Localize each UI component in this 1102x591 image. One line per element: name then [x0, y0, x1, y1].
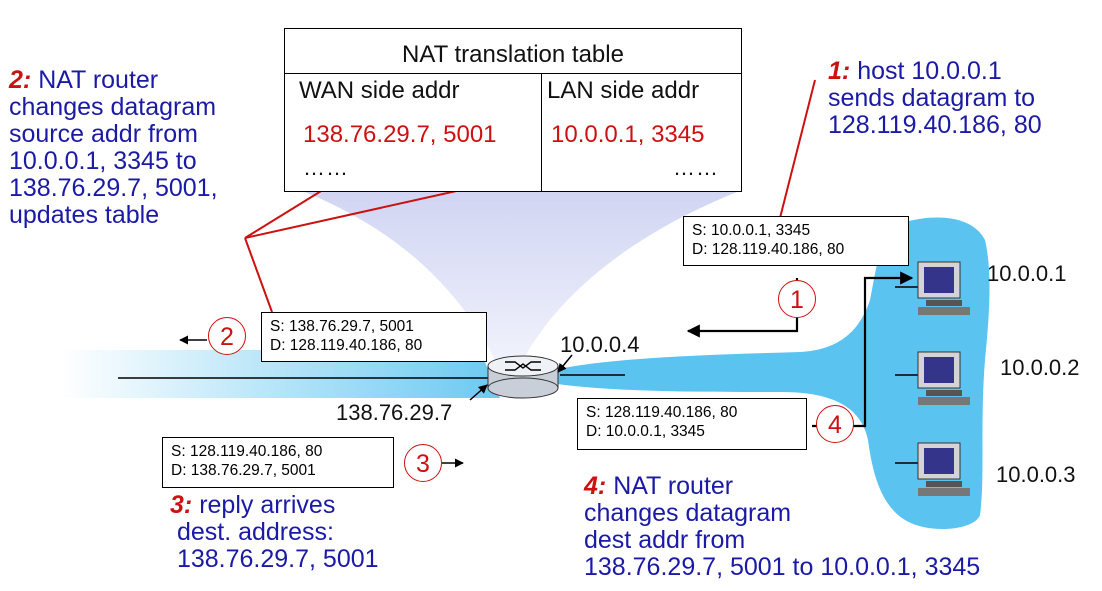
step3-number: 3: — [170, 491, 193, 519]
step4-annotation: 4: NAT router changes datagram dest addr… — [584, 473, 980, 581]
host1-address: 10.0.0.1 — [987, 261, 1067, 286]
step4-number: 4: — [584, 472, 607, 500]
lan-side-header: LAN side addr — [547, 77, 700, 104]
step1-number: 1: — [828, 57, 851, 85]
packet-1-header: S: 10.0.0.1, 3345 D: 128.119.40.186, 80 — [683, 216, 909, 266]
step1-line: host 10.0.0.1 — [857, 57, 1002, 85]
packet-3-dest: D: 138.76.29.7, 5001 — [171, 462, 316, 479]
lan-iface-pointer — [557, 354, 573, 373]
step4-line: dest addr from — [584, 526, 746, 554]
step3-line: 138.76.29.7, 5001 — [176, 545, 379, 573]
wan-side-entry: 138.76.29.7, 5001 — [303, 121, 497, 148]
host3-address: 10.0.0.3 — [996, 462, 1076, 487]
step1-leader — [779, 79, 816, 219]
step2-line: NAT router — [38, 66, 159, 94]
step-3-marker: 3 — [404, 444, 442, 482]
host-10-0-0-3-icon — [917, 442, 970, 496]
step1-line: sends datagram to — [828, 84, 1036, 112]
host-10-0-0-1-icon — [917, 261, 970, 315]
step-4-marker: 4 — [816, 405, 854, 443]
step4-line: 138.76.29.7, 5001 to 10.0.0.1, 3345 — [584, 553, 981, 581]
lan-more-entries: …… — [673, 155, 719, 180]
step3-annotation: 3: reply arrives dest. address: 138.76.2… — [170, 492, 379, 573]
router-lan-address: 10.0.0.4 — [560, 332, 640, 357]
packet-4-source: S: 128.119.40.186, 80 — [586, 404, 738, 421]
router-wan-address: 138.76.29.7 — [336, 400, 453, 425]
lan-network-cloud — [545, 217, 990, 530]
packet-1-source: S: 10.0.0.1, 3345 — [692, 222, 811, 239]
packet-3-source: S: 128.119.40.186, 80 — [171, 443, 323, 460]
wan-link-band — [60, 350, 500, 398]
packet-2-header: S: 138.76.29.7, 5001 D: 128.119.40.186, … — [261, 312, 487, 362]
wan-iface-pointer — [469, 384, 488, 401]
step2-number: 2: — [9, 66, 32, 94]
step2-leader-c — [244, 237, 273, 313]
table-zoom-cone — [300, 190, 742, 362]
nat-table-title: NAT translation table — [402, 41, 624, 68]
step2-line: 138.76.29.7, 5001, — [9, 174, 218, 202]
packet-3-header: S: 128.119.40.186, 80 D: 138.76.29.7, 50… — [162, 437, 394, 488]
packet-2-dest: D: 128.119.40.186, 80 — [270, 337, 423, 354]
step1-annotation: 1: host 10.0.0.1 sends datagram to 128.1… — [828, 58, 1042, 139]
step-1-marker: 1 — [778, 280, 816, 318]
step3-line: reply arrives — [199, 491, 336, 519]
step2-annotation: 2: NAT router changes datagram source ad… — [9, 67, 218, 229]
packet-1-dest: D: 128.119.40.186, 80 — [692, 241, 845, 258]
packet-2-source: S: 138.76.29.7, 5001 — [270, 318, 414, 335]
lan-side-entry: 10.0.0.1, 3345 — [551, 121, 705, 148]
step1-line: 128.119.40.186, 80 — [828, 111, 1042, 139]
wan-side-header: WAN side addr — [299, 77, 460, 104]
step-2-marker: 2 — [208, 317, 246, 355]
wan-more-entries: …… — [303, 155, 349, 180]
step2-line: source addr from — [9, 120, 198, 148]
step2-line: changes datagram — [9, 93, 217, 121]
step4-line: NAT router — [613, 472, 734, 500]
host-10-0-0-2-icon — [917, 351, 970, 405]
step2-line: 10.0.0.1, 3345 to — [9, 147, 197, 175]
step3-line: dest. address: — [176, 518, 334, 546]
packet-4-dest: D: 10.0.0.1, 3345 — [586, 423, 705, 440]
nat-translation-table: NAT translation table WAN side addr LAN … — [284, 28, 742, 192]
step2-line: updates table — [9, 201, 160, 229]
router-icon — [487, 355, 559, 399]
step4-line: changes datagram — [584, 499, 792, 527]
packet-4-header: S: 128.119.40.186, 80 D: 10.0.0.1, 3345 — [577, 398, 807, 450]
host2-address: 10.0.0.2 — [1000, 355, 1080, 380]
